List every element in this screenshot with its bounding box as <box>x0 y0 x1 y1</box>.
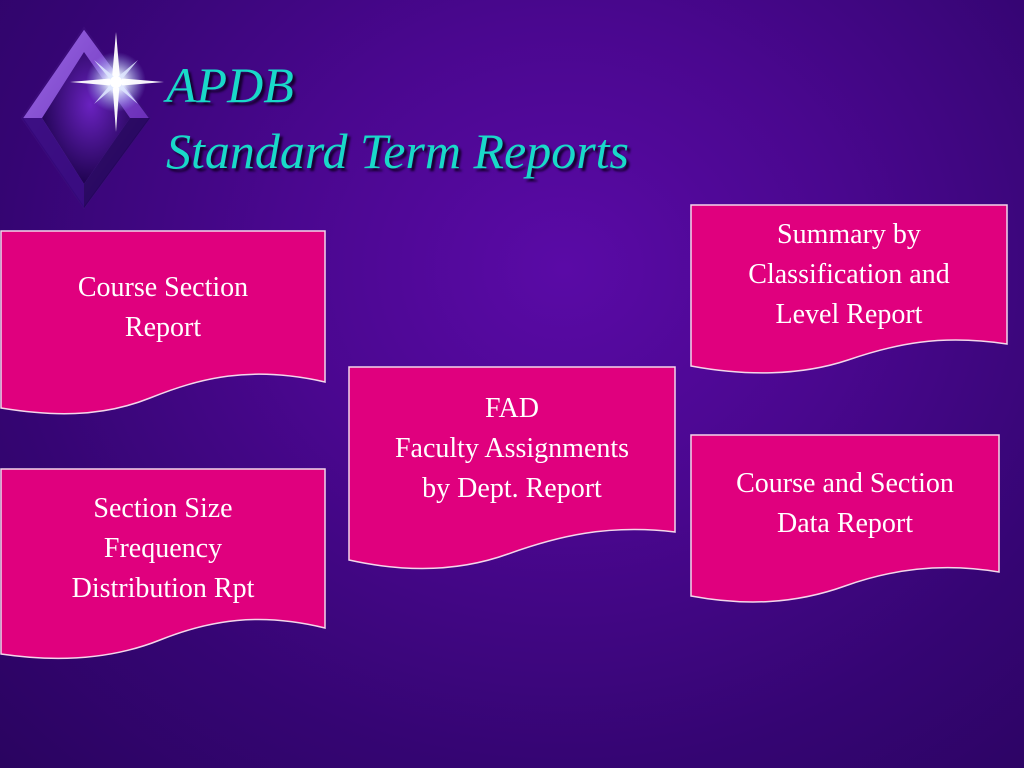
document-label: FAD Faculty Assignments by Dept. Report <box>348 389 676 509</box>
document-label-line: Classification and <box>748 259 950 290</box>
document-label-line: Summary by <box>777 219 921 250</box>
document-shape <box>0 230 326 415</box>
document-label: Course and Section Data Report <box>690 464 1000 544</box>
course-section-report-doc: Course Section Report <box>0 230 326 420</box>
document-label-line: Frequency <box>103 533 223 564</box>
document-shape <box>348 366 676 570</box>
document-label: Summary by Classification and Level Repo… <box>690 215 1008 335</box>
slide-title: APDB Standard Term Reports <box>166 52 629 184</box>
course-and-section-data-report-doc: Course and Section Data Report <box>690 434 1000 610</box>
title-line-2: Standard Term Reports <box>166 123 630 179</box>
document-label-line: Faculty Assignments <box>394 433 630 464</box>
document-label-line: Report <box>124 312 202 343</box>
document-shape <box>0 468 326 660</box>
document-shape <box>690 434 1000 603</box>
diamond-star-icon <box>18 20 168 215</box>
section-size-report-doc: Section Size Frequency Distribution Rpt <box>0 468 326 666</box>
document-label: Section Size Frequency Distribution Rpt <box>0 489 326 609</box>
title-line-1: APDB <box>166 57 294 113</box>
document-label-line: Data Report <box>776 508 914 539</box>
document-label-line: Section Size <box>93 493 233 524</box>
fad-report-doc: FAD Faculty Assignments by Dept. Report <box>348 366 676 574</box>
document-label-line: Level Report <box>775 299 923 330</box>
document-label-line: Distribution Rpt <box>71 573 255 604</box>
summary-report-doc: Summary by Classification and Level Repo… <box>690 204 1008 380</box>
document-label-line: FAD <box>485 393 539 424</box>
document-shape <box>690 204 1008 374</box>
document-label-line: Course and Section <box>736 468 954 499</box>
document-label: Course Section Report <box>0 268 326 348</box>
document-label-line: by Dept. Report <box>422 473 602 504</box>
document-label-line: Course Section <box>77 272 249 303</box>
